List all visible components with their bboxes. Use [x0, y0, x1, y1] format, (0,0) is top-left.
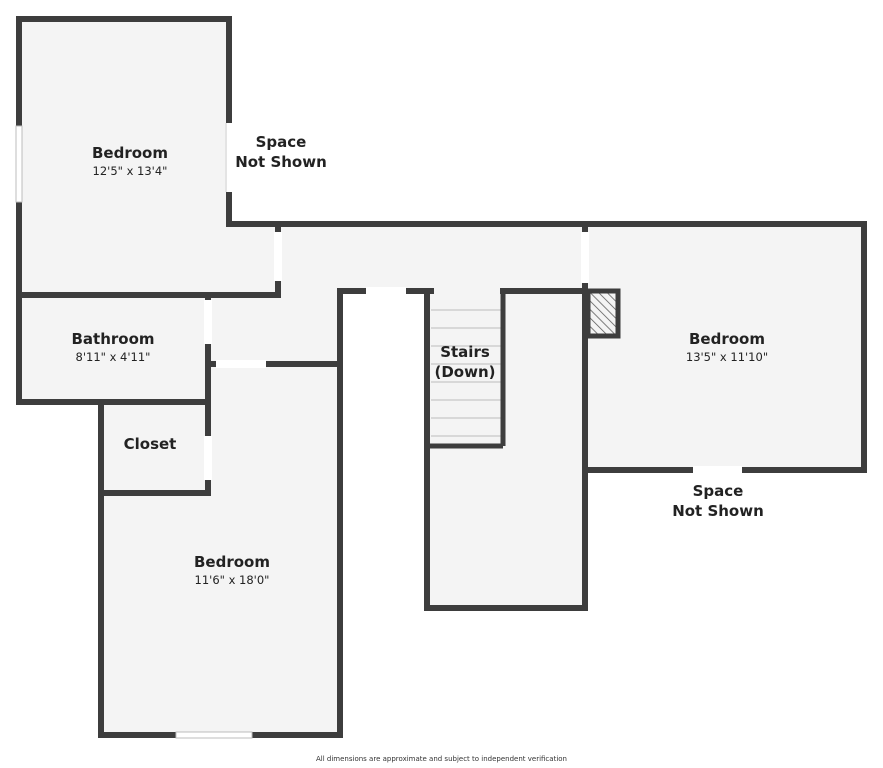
disclaimer: All dimensions are approximate and subje…	[316, 755, 567, 763]
room-dimensions: 8'11" x 4'11"	[76, 350, 151, 364]
room-dimensions: 12'5" x 13'4"	[93, 164, 168, 178]
space-not-shown-label: Not Shown	[672, 502, 764, 520]
stairs-direction-label: (Down)	[434, 363, 495, 381]
hallway-floor	[229, 224, 587, 292]
window	[175, 731, 253, 739]
chimney-block	[585, 288, 621, 339]
stairs	[431, 293, 503, 445]
floor-areas	[19, 19, 864, 735]
room-name: Bedroom	[92, 144, 168, 162]
bedroom-east-floor	[587, 224, 864, 470]
room-dimensions: 11'6" x 18'0"	[195, 573, 270, 587]
room-dimensions: 13'5" x 11'10"	[686, 350, 768, 364]
room-name: Bedroom	[194, 553, 270, 571]
room-name: Bedroom	[689, 330, 765, 348]
bedroom-sw-floor	[101, 364, 340, 735]
space-not-shown-label: Space	[693, 482, 744, 500]
hallway-lower-floor	[208, 292, 340, 364]
room-name: Bathroom	[71, 330, 154, 348]
labels: Bedroom 12'5" x 13'4" Bathroom 8'11" x 4…	[71, 133, 768, 587]
window	[15, 125, 23, 203]
room-name: Closet	[124, 435, 177, 453]
space-not-shown-label: Space	[256, 133, 307, 151]
stairs-label: Stairs	[440, 343, 490, 361]
openings	[15, 123, 742, 739]
bedroom-nw-floor	[19, 19, 229, 295]
space-not-shown-label: Not Shown	[235, 153, 327, 171]
